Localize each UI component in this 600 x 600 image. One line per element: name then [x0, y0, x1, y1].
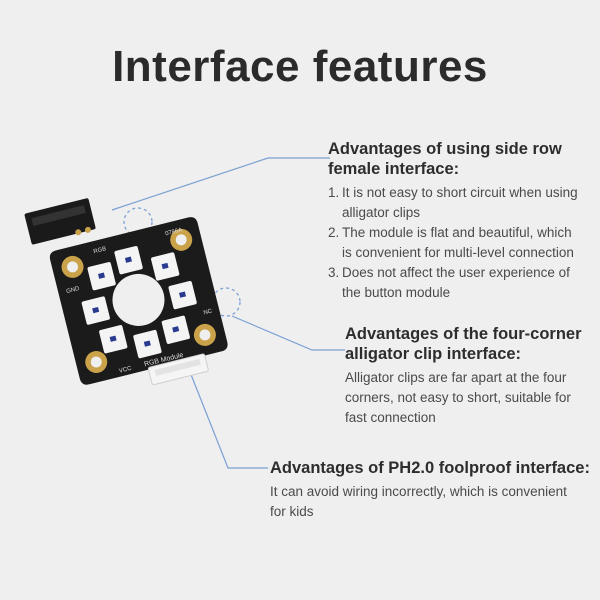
list-item: 2.The module is flat and beautiful, whic… — [328, 225, 574, 260]
led — [87, 262, 116, 291]
led — [161, 315, 190, 344]
callout-lines — [111, 157, 345, 469]
corner-pads — [61, 228, 216, 374]
silkscreen-code: 0786A — [165, 227, 183, 237]
feature-side-row: Advantages of using side row female inte… — [328, 139, 578, 303]
led — [114, 246, 143, 275]
led — [151, 252, 180, 281]
led-ring — [81, 246, 197, 359]
feature-ph20-body: It can avoid wiring incorrectly, which i… — [270, 484, 567, 519]
list-item: 1.It is not easy to short circuit when u… — [328, 185, 578, 220]
pin-label-nc: NC — [203, 308, 214, 316]
highlight-top-right-pad — [123, 207, 153, 237]
feature-four-corner: Advantages of the four-corner alligator … — [345, 324, 582, 428]
feature-side-row-heading: Advantages of using side row female inte… — [328, 140, 562, 178]
callout-line-four-corner — [231, 315, 345, 351]
led — [81, 296, 110, 325]
feature-four-corner-body: Alligator clips are far apart at the fou… — [345, 370, 571, 425]
pin-label-vcc: VCC — [119, 366, 133, 375]
led — [99, 325, 128, 354]
female-header — [24, 198, 96, 245]
feature-ph20-heading: Advantages of PH2.0 foolproof interface: — [270, 459, 590, 477]
page-title: Interface features — [112, 42, 488, 91]
ph20-connector — [147, 353, 209, 386]
pin-label-gnd: GND — [66, 286, 81, 295]
feature-four-corner-heading: Advantages of the four-corner alligator … — [345, 325, 582, 363]
led — [168, 280, 197, 310]
list-item: 3.Does not affect the user experience of… — [328, 265, 570, 300]
feature-side-row-list: 1.It is not easy to short circuit when u… — [328, 183, 578, 303]
pcb-board: RGB Module 0786A GND VCC RGB NC — [49, 217, 228, 385]
led — [133, 329, 162, 359]
callout-line-side-row — [111, 157, 330, 211]
center-hole — [112, 273, 165, 326]
pin-label-rgb: RGB — [93, 246, 107, 255]
callout-line-ph20 — [189, 371, 268, 469]
feature-ph20: Advantages of PH2.0 foolproof interface:… — [270, 458, 590, 522]
